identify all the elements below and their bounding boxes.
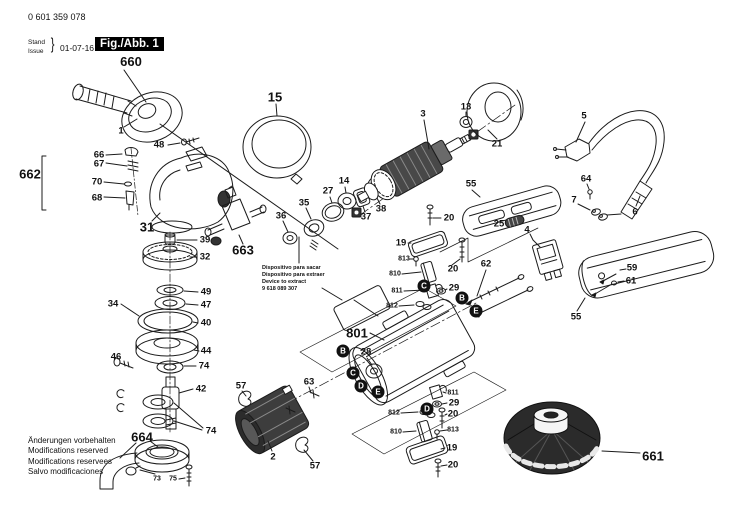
extraction-note-line: Device to extract (262, 279, 307, 286)
issue-label: Issue (28, 47, 44, 55)
extraction-note-line: Dispositivo para extraer (262, 272, 325, 279)
legal-note-line: Modifications reserved (28, 446, 109, 456)
extraction-note-line: Dispositivo para sacar (262, 265, 321, 271)
part-number: 0 601 359 078 (28, 12, 86, 22)
extraction-note-line: 9 618 089 307 (262, 286, 298, 293)
legal-note-line: Änderungen vorbehalten (28, 436, 116, 445)
figure-number: 660 (120, 54, 142, 69)
stand-issue-labels: Stand Issue (28, 39, 45, 57)
legal-note-line: Salvo modificaciones (28, 467, 104, 477)
issue-date: 01-07-16 (60, 43, 95, 53)
stand-label: Stand (28, 39, 45, 46)
figure-label: Fig./Abb. 1 (95, 37, 164, 51)
extraction-note: Dispositivo para sacar Dispositivo para … (262, 265, 325, 294)
legal-note: Änderungen vorbehalten Modifications res… (28, 436, 116, 478)
brace-glyph: } (50, 36, 55, 53)
legal-note-line: Modifications reservees (28, 456, 113, 466)
